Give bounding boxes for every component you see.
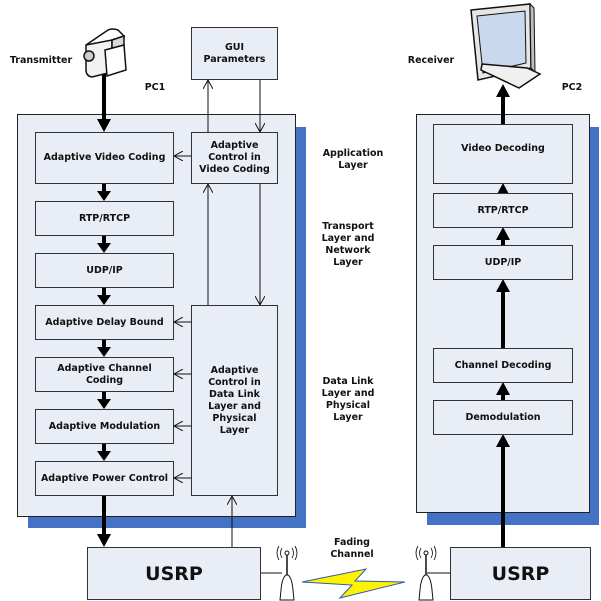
receiver-label: Receiver	[407, 55, 455, 66]
tx-stack-arrows	[97, 183, 111, 461]
arrowhead	[97, 119, 111, 132]
layer-label-datalink: Data Link Layer and Physical Layer	[321, 376, 375, 423]
tx-block-udp-ip[interactable]: UDP/IP	[35, 253, 174, 288]
rx-block-channel-decoding[interactable]: Channel Decoding	[433, 348, 573, 383]
adaptive-control-datalink-box[interactable]: Adaptive Control in Data Link Layer and …	[191, 305, 278, 496]
tx-block-adaptive-modulation[interactable]: Adaptive Modulation	[35, 409, 174, 444]
pc2-label: PC2	[561, 82, 583, 93]
tx-block-adaptive-delay-bound[interactable]: Adaptive Delay Bound	[35, 305, 174, 340]
tx-block-adaptive-channel-coding[interactable]: Adaptive Channel Coding	[35, 357, 174, 392]
tx-block-adaptive-power-control[interactable]: Adaptive Power Control	[35, 461, 174, 496]
transmitter-label: Transmitter	[9, 55, 73, 66]
gui-parameters-box[interactable]: GUI Parameters	[191, 27, 278, 80]
rx-block-rtp-rtcp[interactable]: RTP/RTCP	[433, 193, 573, 228]
tx-antenna-icon	[276, 545, 298, 601]
adaptive-control-video-coding-box[interactable]: Adaptive Control in Video Coding	[191, 132, 278, 184]
rx-block-video-decoding[interactable]: Video Decoding	[433, 124, 573, 184]
pc1-label: PC1	[144, 82, 166, 93]
tx-block-adaptive-video-coding[interactable]: Adaptive Video Coding	[35, 132, 174, 184]
monitor-icon	[470, 2, 542, 89]
video-camera-icon	[83, 28, 127, 78]
rx-block-demodulation[interactable]: Demodulation	[433, 400, 573, 435]
tx-usrp-box[interactable]: USRP	[87, 547, 261, 600]
rx-block-udp-ip[interactable]: UDP/IP	[433, 245, 573, 280]
fading-channel-label: Fading Channel	[330, 537, 374, 560]
layer-label-transport: Transport Layer and Network Layer	[321, 221, 375, 268]
rx-usrp-box[interactable]: USRP	[450, 547, 591, 600]
tx-block-rtp-rtcp[interactable]: RTP/RTCP	[35, 201, 174, 236]
layer-label-application: Application Layer	[322, 148, 384, 171]
rx-antenna-icon	[415, 545, 437, 601]
lightning-bolt-icon	[301, 568, 406, 599]
